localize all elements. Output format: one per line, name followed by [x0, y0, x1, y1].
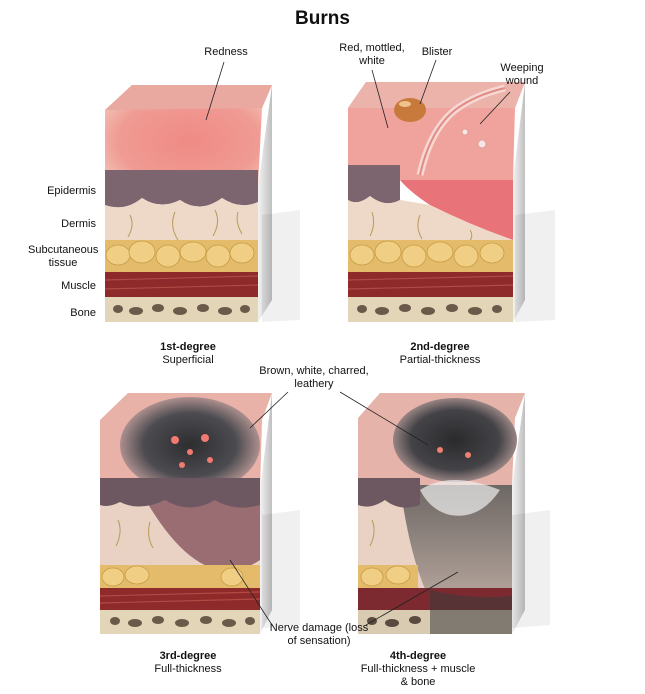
- label-bone: Bone: [70, 307, 96, 319]
- panel-1st-degree: [104, 85, 300, 322]
- caption-4th-degree: 4th-degree: [389, 650, 447, 662]
- label-epidermis: Epidermis: [47, 185, 96, 197]
- panel-3rd-degree: [99, 393, 300, 634]
- caption-2nd-subtitle: Partial-thickness: [399, 354, 481, 366]
- panel1-side-face: [258, 85, 272, 322]
- label-subcutaneous: Subcutaneous tissue: [28, 244, 99, 269]
- caption-3rd-subtitle: Full-thickness: [154, 663, 222, 675]
- panel1-epidermis: [105, 170, 258, 208]
- panel3-char: [120, 397, 260, 493]
- caption-1st-subtitle: Superficial: [162, 354, 214, 366]
- caption-3rd-degree: 3rd-degree: [159, 650, 217, 662]
- callout-weeping: Weeping wound: [500, 62, 544, 87]
- leader-lines: [205, 59, 511, 626]
- caption-4th-subtitle: Full-thickness + muscle & bone: [360, 663, 476, 688]
- caption-1st-degree: 1st-degree: [160, 341, 216, 353]
- caption-3rd: 3rd-degree Full-thickness: [108, 650, 268, 676]
- panel-4th-degree: [358, 393, 550, 634]
- panel1-top-face: [105, 85, 272, 187]
- caption-1st: 1st-degree Superficial: [108, 341, 268, 367]
- diagram-title: Burns: [295, 8, 350, 29]
- panel-2nd-degree: [347, 82, 555, 322]
- caption-2nd: 2nd-degree Partial-thickness: [360, 341, 520, 367]
- callout-nerve-damage: Nerve damage (loss of sensation): [269, 622, 369, 647]
- panel1-dermis: [105, 198, 258, 245]
- callout-red-mottled: Red, mottled, white: [339, 42, 405, 67]
- callout-brown-charred: Brown, white, charred, leathery: [259, 365, 369, 390]
- label-muscle: Muscle: [61, 280, 96, 292]
- caption-4th: 4th-degree Full-thickness + muscle & bon…: [356, 650, 480, 689]
- callout-blister: Blister: [421, 46, 453, 58]
- panel1-muscle: [105, 272, 258, 297]
- callout-redness: Redness: [204, 46, 248, 58]
- label-dermis: Dermis: [61, 218, 96, 230]
- caption-2nd-degree: 2nd-degree: [410, 341, 470, 353]
- panel4-char: [393, 398, 517, 482]
